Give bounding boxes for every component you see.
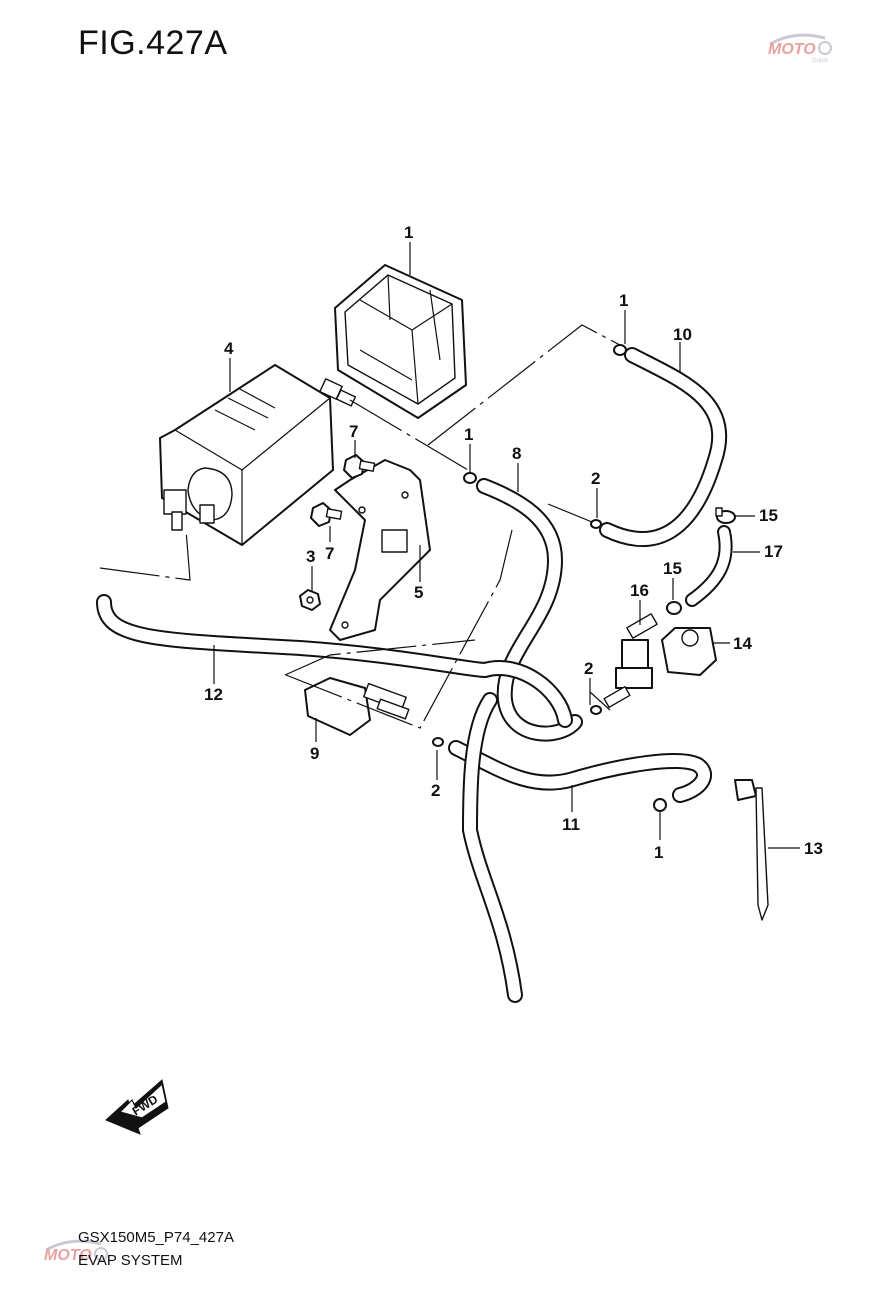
tie-strap-13 <box>734 779 769 921</box>
clip-15-lower <box>666 601 682 615</box>
figure-title: FIG.427A <box>78 24 228 62</box>
hose-8 <box>476 478 583 742</box>
callout-1: 1 <box>464 425 473 444</box>
clip-1-c <box>653 798 667 812</box>
callout-2: 2 <box>591 469 600 488</box>
clip-15-upper <box>715 507 736 524</box>
svg-text:Guide: Guide <box>812 58 829 64</box>
canister-bracket <box>334 264 467 419</box>
figure-name: EVAP SYSTEM <box>78 1252 183 1269</box>
moto-logo-icon: MOTO Guide <box>768 33 832 64</box>
callout-3: 3 <box>306 547 315 566</box>
callout-1: 1 <box>654 843 663 862</box>
callout-9: 9 <box>310 744 319 763</box>
hose-11 <box>448 692 712 1003</box>
fwd-arrow-icon: FWD <box>105 1079 169 1135</box>
clip-2-c <box>432 737 444 747</box>
clip-1-a <box>613 344 627 356</box>
clip-1-b <box>463 472 477 484</box>
callout-12: 12 <box>204 685 223 704</box>
clamp-14 <box>661 627 717 676</box>
callout-labels: 1 4 1 10 1 8 2 7 7 3 5 15 17 15 16 14 2 … <box>204 223 823 862</box>
clip-2-a <box>590 519 602 529</box>
callout-5: 5 <box>414 583 423 602</box>
figure-code: GSX150M5_P74_427A <box>78 1229 234 1246</box>
callout-7: 7 <box>349 422 358 441</box>
callout-1: 1 <box>619 291 628 310</box>
evap-canister <box>159 364 357 546</box>
callout-14: 14 <box>733 634 752 653</box>
callout-2: 2 <box>431 781 440 800</box>
svg-text:MOTO: MOTO <box>768 41 816 58</box>
callout-11: 11 <box>562 815 580 834</box>
svg-text:MOTO: MOTO <box>44 1247 92 1264</box>
callout-15: 15 <box>663 559 682 578</box>
hose-17 <box>685 525 733 607</box>
nut <box>299 589 321 611</box>
hose-10 <box>599 347 728 548</box>
callout-13: 13 <box>804 839 823 858</box>
hose-12 <box>96 594 573 728</box>
moto-logo-icon: MOTO <box>44 1239 108 1264</box>
callout-4: 4 <box>224 339 234 358</box>
callout-15: 15 <box>759 506 778 525</box>
bolt-upper <box>343 454 376 479</box>
purge-valve-9 <box>304 677 410 736</box>
clip-2-b <box>590 705 602 715</box>
valve-16 <box>603 613 658 709</box>
callout-2: 2 <box>584 659 593 678</box>
leader-lines <box>213 242 800 849</box>
connection-lines <box>99 324 621 729</box>
bolt-lower <box>310 502 343 527</box>
mounting-bracket <box>329 459 431 641</box>
callout-17: 17 <box>764 542 783 561</box>
callout-7: 7 <box>325 544 334 563</box>
callout-8: 8 <box>512 444 521 463</box>
callout-10: 10 <box>673 325 692 344</box>
callout-16: 16 <box>630 581 649 600</box>
callout-6: 1 <box>404 223 413 242</box>
